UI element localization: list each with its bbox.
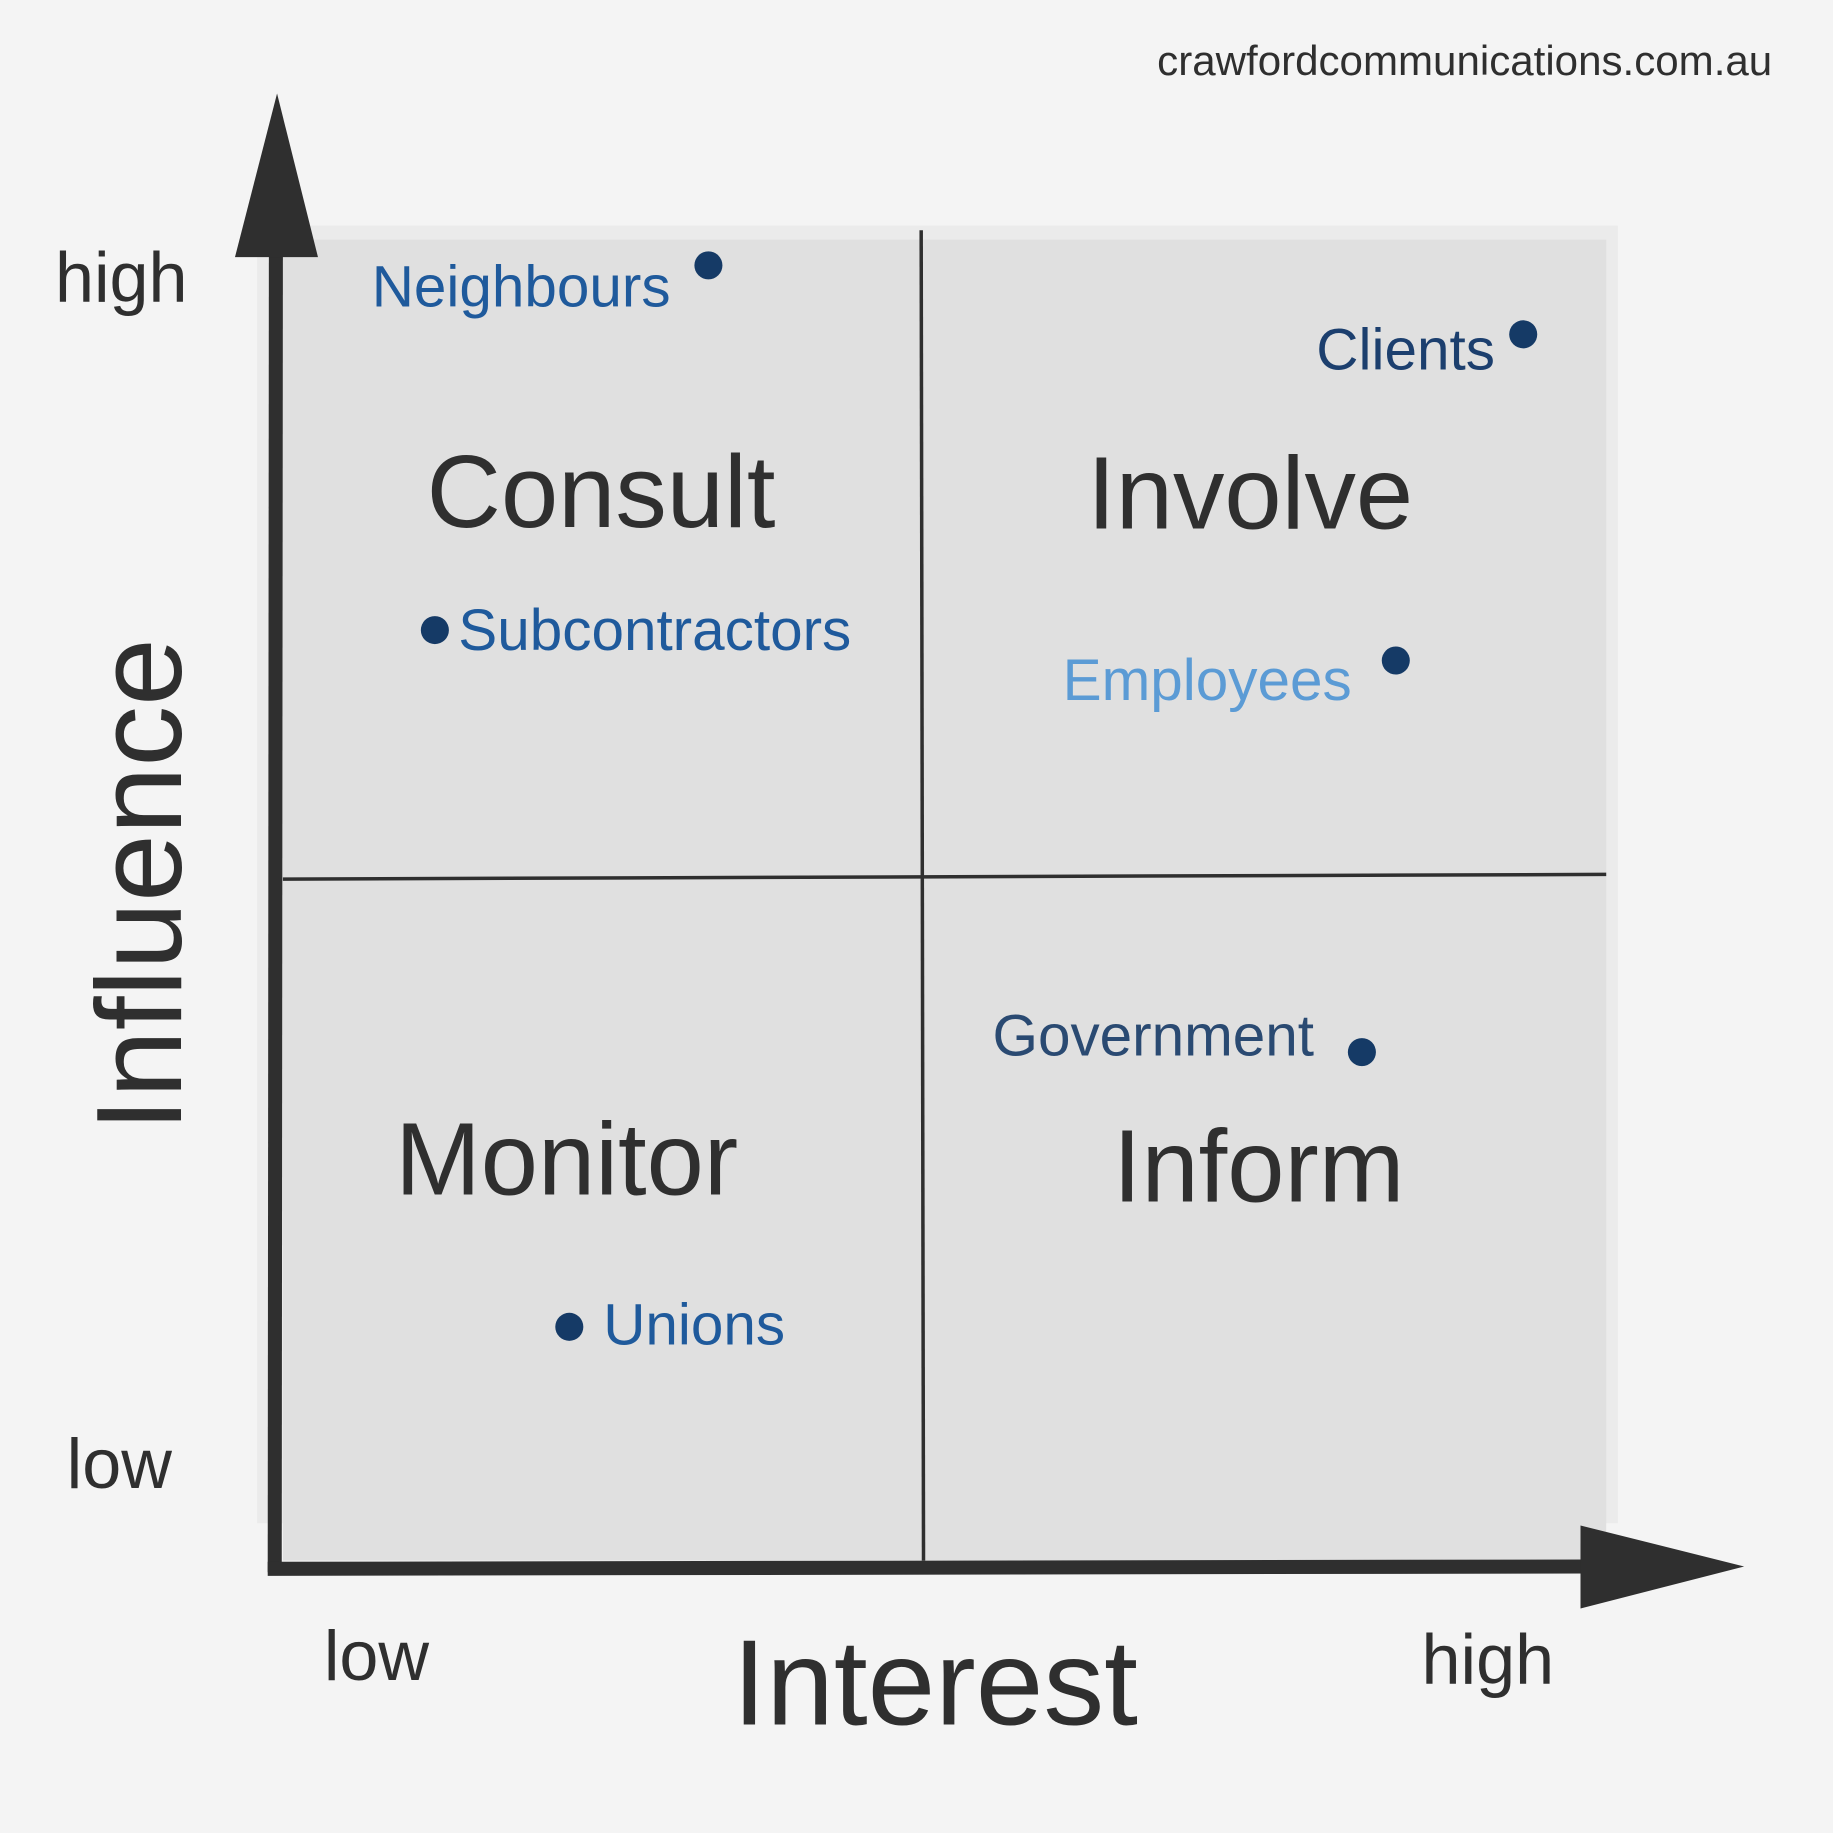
y-low-label: low xyxy=(67,1425,173,1503)
stakeholder-label: Subcontractors xyxy=(458,598,851,663)
quadrant-involve: Involve xyxy=(1087,435,1413,550)
stakeholder-label: Neighbours xyxy=(372,254,671,319)
stakeholder-label: Government xyxy=(992,1004,1314,1069)
stakeholder-unions: Unions xyxy=(555,1292,785,1357)
stakeholder-neighbours: Neighbours xyxy=(372,251,723,319)
website-label: crawfordcommunications.com.au xyxy=(1157,37,1772,84)
stakeholder-clients: Clients xyxy=(1316,317,1538,382)
matrix-area xyxy=(282,239,1607,1561)
y-axis-arrow-icon xyxy=(234,93,318,258)
y-axis-title: Influence xyxy=(71,638,207,1131)
stakeholder-dot xyxy=(1509,320,1538,349)
stakeholder-employees: Employees xyxy=(1063,646,1410,713)
quadrant-consult: Consult xyxy=(427,434,776,549)
horizontal-divider xyxy=(282,872,1607,881)
vertical-divider xyxy=(919,230,926,1561)
x-high-label: high xyxy=(1422,1620,1555,1698)
stakeholder-dot xyxy=(420,616,449,645)
quadrant-inform: Inform xyxy=(1113,1109,1405,1224)
quadrant-monitor: Monitor xyxy=(395,1102,738,1217)
stakeholder-dot xyxy=(555,1312,584,1341)
stakeholder-label: Clients xyxy=(1316,317,1495,382)
stakeholder-label: Employees xyxy=(1063,648,1352,713)
stakeholder-dot xyxy=(694,251,723,280)
stakeholder-subcontractors: Subcontractors xyxy=(420,598,851,663)
x-axis-title: Interest xyxy=(733,1614,1138,1750)
y-axis-line xyxy=(267,251,283,1573)
x-axis-arrow-icon xyxy=(1580,1525,1745,1609)
stakeholder-dot xyxy=(1381,646,1410,675)
x-axis-line xyxy=(267,1559,1590,1576)
stakeholder-label: Unions xyxy=(603,1292,785,1357)
y-high-label: high xyxy=(55,239,188,317)
x-low-label: low xyxy=(324,1617,430,1695)
stakeholder-government: Government xyxy=(992,1004,1376,1069)
stakeholder-dot xyxy=(1347,1038,1376,1067)
